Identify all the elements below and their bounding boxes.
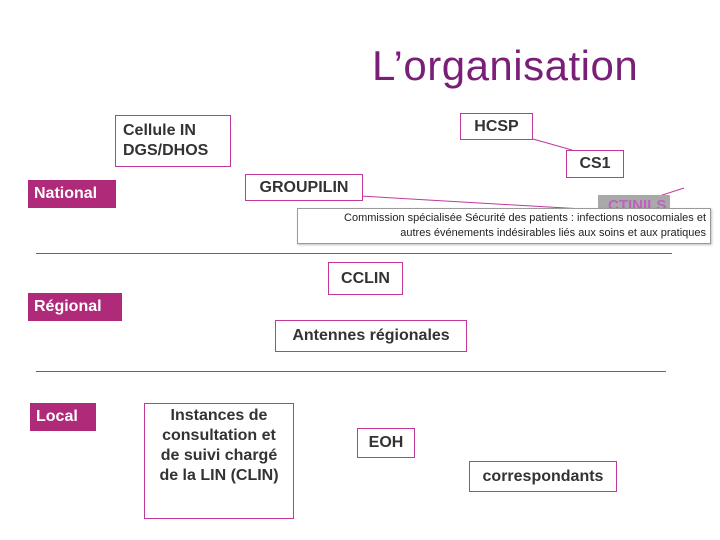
cellule-in-line2: DGS/DHOS	[123, 142, 209, 159]
node-groupilin: GROUPILIN	[245, 174, 363, 201]
level-label-regional: Régional	[28, 293, 122, 321]
cs1-tooltip: Commission spécialisée Sécurité des pati…	[297, 208, 711, 244]
level-label-local: Local	[30, 403, 96, 431]
tooltip-line1: Commission spécialisée Sécurité des pati…	[344, 212, 706, 224]
node-cclin: CCLIN	[328, 262, 403, 295]
page-title: L’organisation	[372, 42, 639, 89]
tooltip-line2: autres événements indésirables liés aux …	[400, 227, 706, 240]
instances-line2: consultation et	[162, 427, 276, 444]
node-cs1: CS1	[566, 150, 624, 178]
node-hcsp: HCSP	[460, 113, 533, 140]
divider-national-regional	[36, 253, 672, 254]
instances-line1: Instances de	[170, 407, 268, 424]
instances-line3: de suivi chargé	[160, 447, 278, 464]
node-correspondants: correspondants	[469, 461, 617, 492]
node-instances-clin: Instances de consultation et de suivi ch…	[144, 403, 294, 519]
level-label-national: National	[28, 180, 116, 208]
instances-line4: de la LIN (CLIN)	[159, 467, 279, 484]
node-cellule-in: Cellule IN DGS/DHOS	[115, 115, 231, 167]
divider-regional-local	[36, 371, 666, 372]
connector-hcsp-cs1	[532, 138, 573, 151]
cellule-in-line1: Cellule IN	[123, 122, 196, 139]
node-antennes-regionales: Antennes régionales	[275, 320, 467, 352]
node-eoh: EOH	[357, 428, 415, 458]
